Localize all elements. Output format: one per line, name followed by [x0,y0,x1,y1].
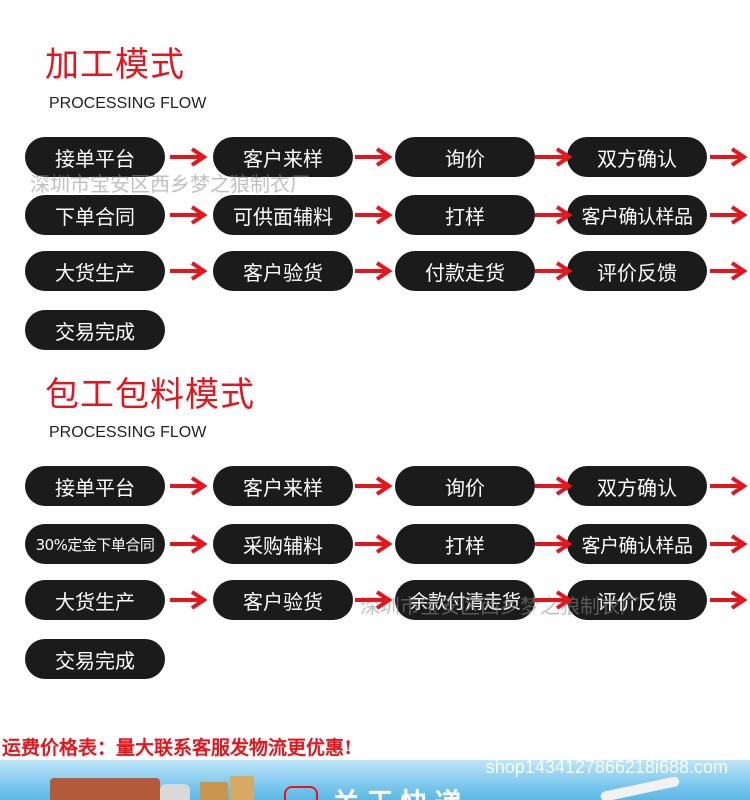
s1-step-5: 下单合同 [25,195,165,235]
truck-icon [50,778,160,800]
s1-step-1: 接单平台 [25,137,165,177]
flow-arrow-icon [170,147,208,167]
s1-step-3: 询价 [395,137,535,177]
s1-step-6: 可供面辅料 [213,195,353,235]
s1-step-12: 评价反馈 [567,251,707,291]
flow-arrow-icon [535,261,573,281]
flow-arrow-icon [710,590,748,610]
s1-step-4: 双方确认 [567,137,707,177]
express-banner: 关于快递 shop1434127866218i688.com [0,760,750,800]
s2-step-3: 询价 [395,466,535,506]
flow-arrow-icon [710,261,748,281]
s1-step-11: 付款走货 [395,251,535,291]
s2-step-12: 评价反馈 [567,580,707,620]
truck-cab-icon [160,784,190,800]
s1-step-2: 客户来样 [213,137,353,177]
flow-arrow-icon [535,147,573,167]
s2-step-9: 大货生产 [25,580,165,620]
s2-step-10: 客户验货 [213,580,353,620]
s2-step-13: 交易完成 [25,639,165,679]
flow-arrow-icon [535,534,573,554]
s2-step-6: 采购辅料 [213,524,353,564]
flow-arrow-icon [710,147,748,167]
package-icon [200,782,228,800]
s2-step-2: 客户来样 [213,466,353,506]
flow-arrow-icon [170,590,208,610]
flow-arrow-icon [170,534,208,554]
flow-arrow-icon [170,261,208,281]
flow-arrow-icon [535,590,573,610]
flow-arrow-icon [710,534,748,554]
flow-arrow-icon [710,205,748,225]
section2-title: 包工包料模式 [45,375,255,415]
flow-arrow-icon [710,476,748,496]
s2-step-7: 打样 [395,524,535,564]
s1-step-7: 打样 [395,195,535,235]
shipping-notice: 运费价格表：量大联系客服发物流更优惠! [2,737,353,759]
s2-step-8: 客户确认样品 [567,524,707,564]
flow-arrow-icon [355,261,393,281]
s1-step-10: 客户验货 [213,251,353,291]
flow-arrow-icon [355,147,393,167]
flow-arrow-icon [355,534,393,554]
s1-step-9: 大货生产 [25,251,165,291]
airplane-icon [599,775,681,800]
banner-title: 关于快递 [332,782,468,800]
section1-subtitle: PROCESSING FLOW [49,95,207,112]
package-icon [230,776,254,800]
section1-title: 加工模式 [45,45,185,85]
flow-arrow-icon [535,205,573,225]
s1-step-13: 交易完成 [25,310,165,350]
shop-url: shop1434127866218i688.com [485,760,728,777]
s2-step-1: 接单平台 [25,466,165,506]
s2-step-5: 30%定金下单合同 [25,524,165,564]
flow-arrow-icon [355,476,393,496]
flow-arrow-icon [170,205,208,225]
car-icon [284,786,318,800]
section2-subtitle: PROCESSING FLOW [49,424,207,441]
flow-arrow-icon [170,476,208,496]
flow-arrow-icon [355,590,393,610]
s1-step-8: 客户确认样品 [567,195,707,235]
s2-step-11: 余款付清走货 [395,580,535,620]
flow-arrow-icon [535,476,573,496]
s2-step-4: 双方确认 [567,466,707,506]
flow-arrow-icon [355,205,393,225]
